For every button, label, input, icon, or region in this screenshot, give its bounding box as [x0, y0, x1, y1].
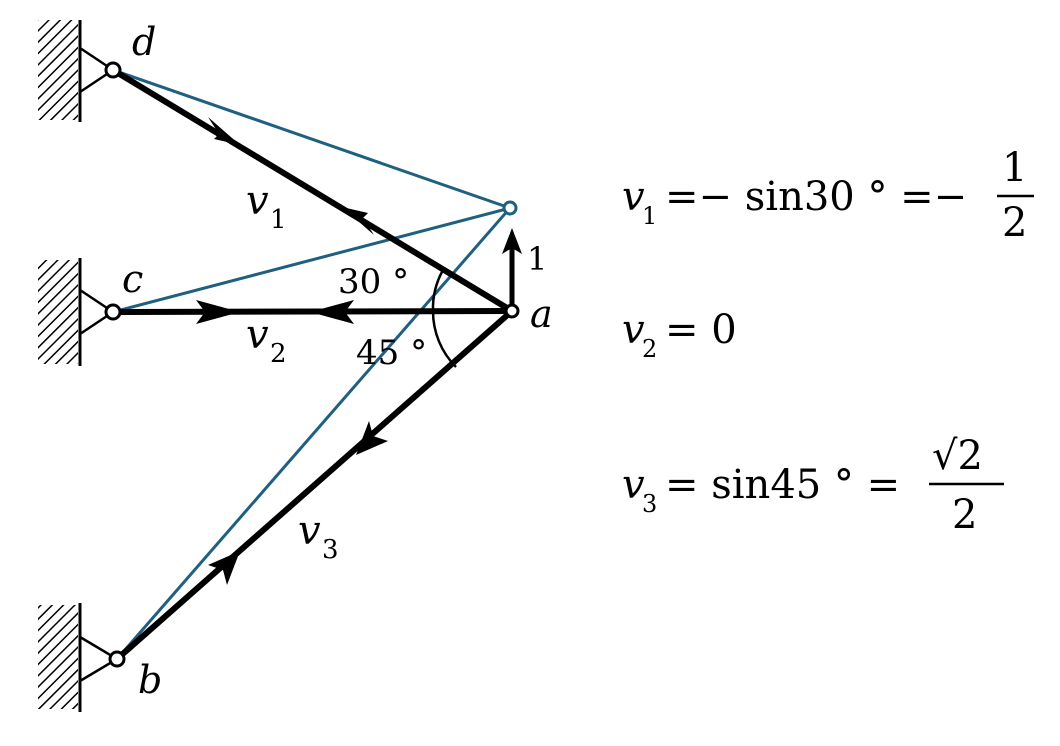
label-v3-sub: 3: [322, 535, 339, 565]
svg-text:= sin45 ° =: = sin45 ° =: [665, 462, 900, 508]
svg-text:= 0: = 0: [665, 307, 737, 353]
svg-text:v: v: [622, 307, 645, 353]
displaced-members: [112, 68, 512, 660]
member-ab: [115, 308, 514, 662]
equation-v3: v 3 = sin45 ° = √2 2: [622, 433, 1004, 538]
label-a: a: [530, 292, 553, 336]
arrow-member-c-right: [196, 300, 240, 324]
arrow-member-b-down: [356, 421, 388, 455]
truss-members: [111, 67, 515, 662]
svg-text:=− sin30 ° =−: =− sin30 ° =−: [665, 174, 967, 220]
label-unit: 1: [527, 240, 547, 278]
label-v1-sub: 1: [270, 205, 287, 235]
label-angle-45: 45 °: [356, 333, 427, 373]
label-b: b: [138, 658, 162, 702]
svg-text:2: 2: [642, 335, 657, 363]
label-v3: v: [298, 508, 321, 554]
angle-arc-45: [431, 310, 457, 368]
node-a-displaced: [502, 200, 518, 216]
arrow-member-b-up: [208, 551, 240, 585]
node-b: [108, 650, 126, 668]
node-d: [104, 61, 122, 79]
svg-text:v: v: [622, 174, 645, 220]
arrowheads: [196, 117, 522, 585]
arrow-member-d-down: [208, 117, 240, 145]
label-v2-sub: 2: [270, 339, 287, 369]
arrow-member-d-up: [342, 207, 374, 235]
equation-v2: v 2 = 0: [622, 307, 737, 363]
wall-support-d: [38, 20, 116, 122]
label-v2: v: [246, 312, 269, 358]
arrow-member-c-left: [310, 300, 354, 324]
svg-text:1: 1: [642, 202, 657, 230]
wall-support-b: [38, 603, 120, 712]
svg-text:√2: √2: [932, 433, 983, 479]
node-c: [104, 303, 122, 321]
svg-text:2: 2: [952, 492, 977, 538]
node-a: [504, 303, 520, 319]
wall-support-c: [38, 258, 116, 366]
svg-text:1: 1: [1002, 145, 1027, 191]
angle-arc-30: [431, 269, 445, 312]
svg-text:2: 2: [1002, 200, 1027, 246]
svg-text:v: v: [622, 462, 645, 508]
hinge-nodes: [104, 61, 520, 668]
label-d: d: [132, 20, 156, 64]
equation-v1: v 1 =− sin30 ° =− 1 2: [622, 145, 1034, 246]
svg-text:3: 3: [642, 490, 657, 518]
label-v1: v: [246, 178, 269, 224]
member-ad: [111, 67, 514, 314]
label-angle-30: 30 °: [338, 262, 409, 302]
label-c: c: [122, 257, 143, 301]
arrow-unit-up: [502, 228, 522, 254]
